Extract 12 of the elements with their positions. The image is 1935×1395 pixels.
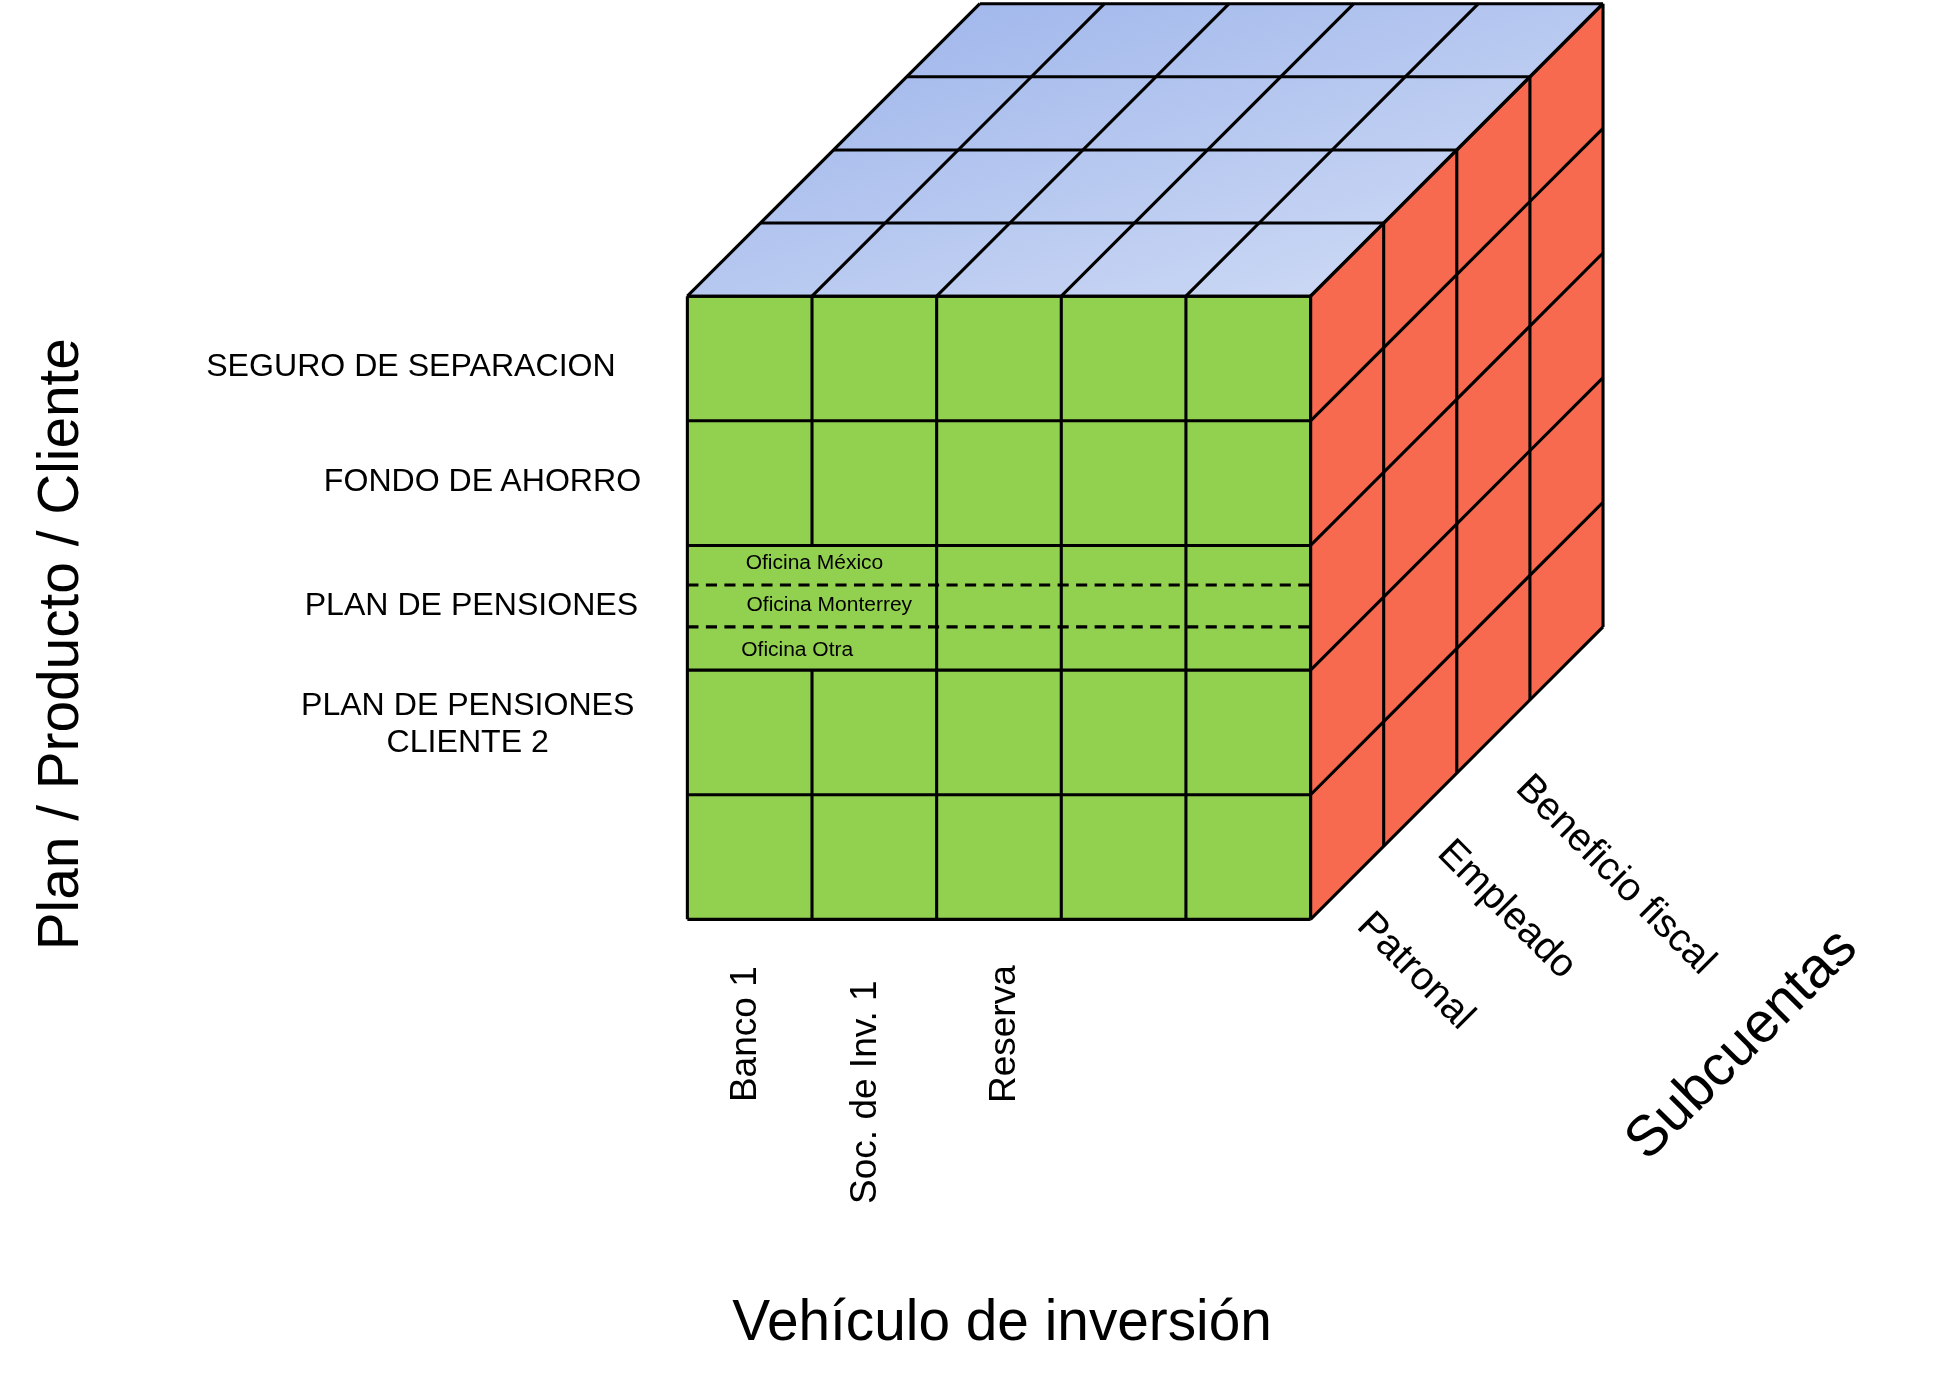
- row-label: SEGURO DE SEPARACION: [206, 348, 616, 385]
- sub-row-label: Oficina Otra: [741, 637, 854, 662]
- column-label: Reserva: [982, 965, 1024, 1104]
- axis-title: Plan / Producto / Cliente: [26, 338, 92, 951]
- row-label: FONDO DE AHORRO: [323, 462, 642, 500]
- row-label: PLAN DE PENSIONES: [304, 586, 639, 624]
- column-label: Banco 1: [722, 966, 765, 1103]
- sub-row-label: Oficina Monterrey: [746, 592, 913, 617]
- sub-row-label: Oficina México: [745, 550, 884, 575]
- column-label: Soc. de Inv. 1: [842, 980, 885, 1204]
- row-label: PLAN DE PENSIONES CLIENTE 2: [299, 686, 636, 761]
- axis-title: Vehículo de inversión: [732, 1287, 1272, 1354]
